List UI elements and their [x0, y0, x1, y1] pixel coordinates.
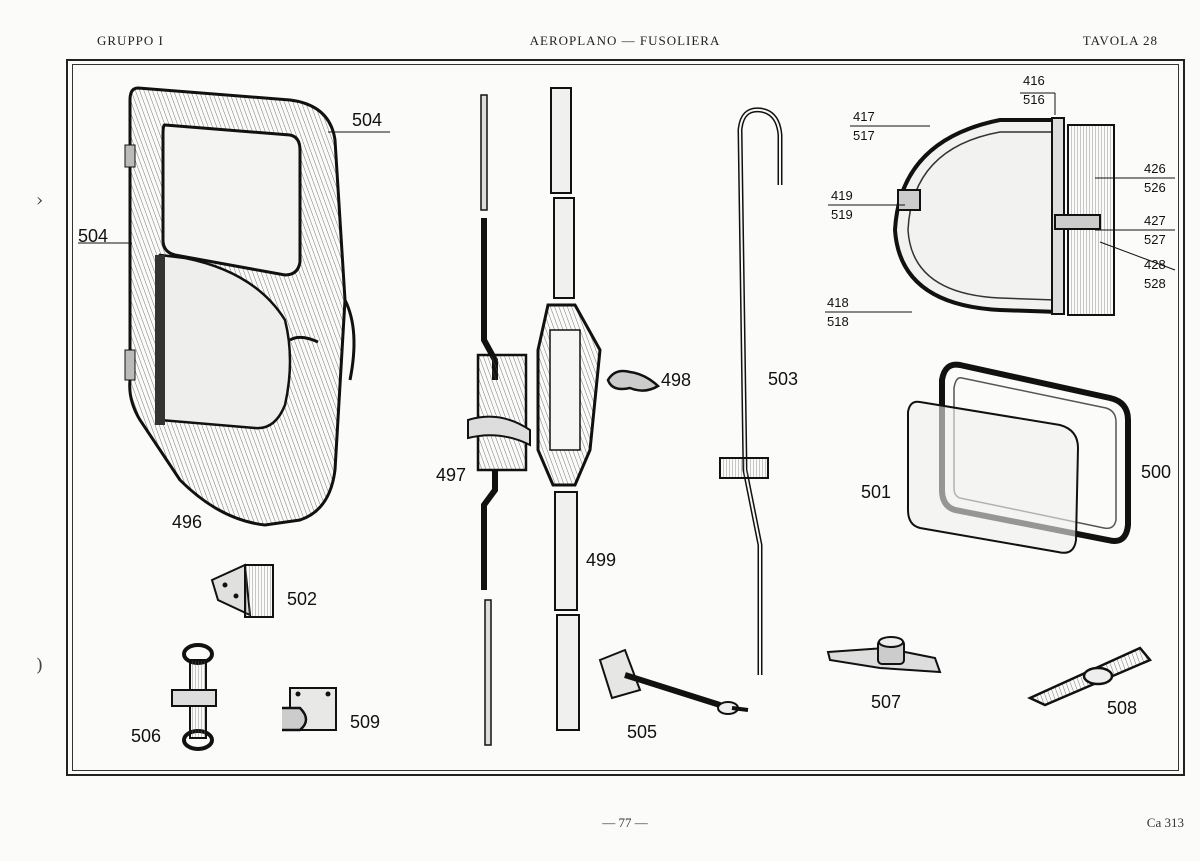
part-label-507: 507	[871, 692, 902, 712]
part-label-428: 428	[1144, 257, 1166, 272]
plate-drawing-499	[536, 87, 602, 731]
part-label-504: 504	[352, 110, 383, 130]
header-group: GRUPPO I	[97, 33, 164, 48]
part-label-426: 426	[1144, 161, 1166, 176]
page-number: — 77 —	[602, 815, 648, 830]
margin-mark: ›	[36, 190, 44, 211]
hinge-drawing-502	[210, 563, 274, 618]
header-title: AEROPLANO — FUSOLIERA	[529, 33, 721, 48]
part-label-427: 427	[1144, 213, 1166, 228]
rod-drawing-503	[719, 107, 783, 675]
part-label-502: 502	[287, 589, 318, 609]
header-plate-number: TAVOLA 28	[1082, 33, 1158, 48]
part-label-500: 500	[1141, 462, 1172, 482]
part-label-503: 503	[768, 369, 799, 389]
door-drawing-496	[124, 86, 356, 527]
part-label-419: 419	[831, 188, 853, 203]
part-label-517: 517	[853, 128, 875, 143]
part-label-518: 518	[827, 314, 849, 329]
part-label-527: 527	[1144, 232, 1166, 247]
part-label-498: 498	[661, 370, 692, 390]
part-label-417: 417	[853, 109, 875, 124]
part-label-505: 505	[627, 722, 658, 742]
part-label-526: 526	[1144, 180, 1166, 195]
part-label-497: 497	[436, 465, 467, 485]
clip-drawing-509	[282, 687, 337, 732]
margin-mark: )	[36, 655, 44, 676]
part-label-499: 499	[586, 550, 617, 570]
bracket-drawing-508	[1027, 646, 1153, 707]
aircraft-code: Ca 313	[1146, 815, 1184, 830]
part-label-496: 496	[172, 512, 203, 532]
part-label-416: 416	[1023, 73, 1045, 88]
bracket-drawing-506	[171, 643, 217, 751]
window-drawing-416	[892, 117, 1115, 316]
stay-drawing-505	[598, 648, 749, 715]
part-label-519: 519	[831, 207, 853, 222]
handle-drawing-498	[606, 369, 661, 392]
part-label-501: 501	[861, 482, 892, 502]
part-label-508: 508	[1107, 698, 1138, 718]
glass-panel-drawing-501	[907, 400, 1080, 554]
part-label-506: 506	[131, 726, 162, 746]
part-label-509: 509	[350, 712, 381, 732]
part-label-418: 418	[827, 295, 849, 310]
part-label-528: 528	[1144, 276, 1166, 291]
plate-frame-outer	[66, 59, 1185, 776]
plate-frame-inner	[72, 64, 1179, 771]
part-label-504: 504	[78, 226, 109, 246]
part-label-516: 516	[1023, 92, 1045, 107]
window-frame-drawing-500	[939, 361, 1131, 544]
rod-drawing-497	[467, 94, 531, 746]
bracket-drawing-507	[826, 636, 942, 674]
